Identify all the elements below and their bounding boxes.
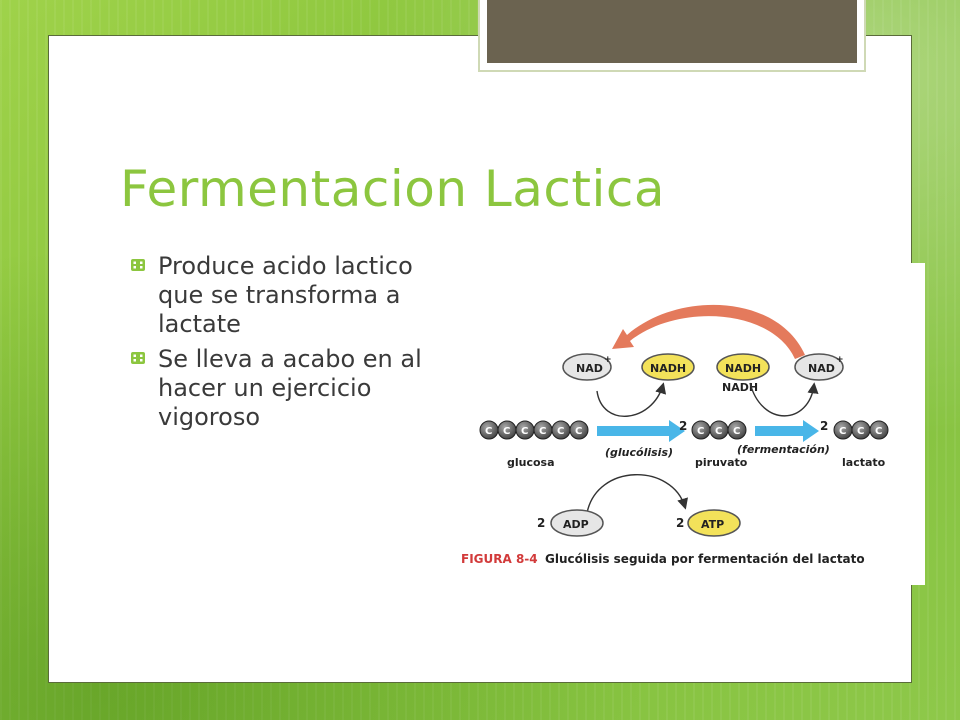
adp-oval: ADP: [550, 509, 604, 537]
svg-text:C: C: [875, 426, 882, 437]
svg-text:C: C: [697, 426, 704, 437]
pyruvate-label: piruvato: [695, 456, 748, 469]
header-tab: [487, 0, 857, 63]
bullet-icon: [131, 352, 145, 364]
bullet-icon: [131, 259, 145, 271]
adp-label: ADP: [563, 518, 589, 531]
nadh-to-nad-arrow: [749, 382, 819, 417]
pyruvate-coefficient: 2: [679, 419, 687, 433]
lactate-coefficient: 2: [820, 419, 828, 433]
svg-text:C: C: [839, 426, 846, 437]
nad-plus-right-label: NAD: [808, 362, 835, 375]
glucose-molecule: C C C C C C: [479, 420, 589, 440]
bullet-list: Produce acido lactico que se transforma …: [130, 252, 430, 438]
svg-text:C: C: [521, 426, 528, 437]
bullet-text: Se lleva a acabo en al hacer un ejercici…: [158, 345, 422, 431]
svg-text:C: C: [557, 426, 564, 437]
figure-caption-number: FIGURA 8-4: [461, 552, 538, 566]
bullet-item: Produce acido lactico que se transforma …: [130, 252, 430, 339]
figure-caption-text: Glucólisis seguida por fermentación del …: [545, 552, 865, 566]
fermentation-arrow: [755, 420, 819, 442]
nadh-label: NADH: [722, 381, 758, 394]
nad-plus-left-label: NAD: [576, 362, 603, 375]
glycolysis-figure: regeneración NAD + NADH NADH NADH NAD +: [437, 263, 925, 585]
bullet-item: Se lleva a acabo en al hacer un ejercici…: [130, 345, 430, 432]
svg-text:C: C: [575, 426, 582, 437]
pyruvate-molecule: C C C: [691, 420, 747, 440]
lactate-molecule: C C C: [833, 420, 889, 440]
glucose-label: glucosa: [507, 456, 555, 469]
svg-text:C: C: [733, 426, 740, 437]
adp-to-atp-arrow: [586, 474, 688, 514]
nadh-left: NADH: [641, 353, 695, 381]
glycolysis-arrow: [597, 420, 685, 442]
fermentation-label: (fermentación): [737, 443, 830, 456]
glycolysis-label: (glucólisis): [605, 446, 673, 459]
nad-plus-right-sup: +: [836, 355, 844, 365]
slide-title: Fermentacion Lactica: [120, 160, 666, 218]
svg-text:C: C: [485, 426, 492, 437]
svg-text:C: C: [857, 426, 864, 437]
svg-text:C: C: [503, 426, 510, 437]
atp-oval: ATP: [687, 509, 741, 537]
lactate-label: lactato: [842, 456, 886, 469]
nad-plus-left: NAD +: [562, 353, 612, 381]
atp-label: ATP: [701, 518, 724, 531]
svg-text:C: C: [539, 426, 546, 437]
atp-coefficient: 2: [676, 516, 684, 530]
nadh-right-label: NADH: [725, 362, 761, 375]
nadh-right: NADH: [716, 353, 770, 381]
nad-plus-left-sup: +: [604, 355, 612, 365]
bullet-text: Produce acido lactico que se transforma …: [158, 252, 413, 338]
nadh-left-label: NADH: [650, 362, 686, 375]
nad-to-nadh-arrow: [596, 382, 667, 417]
svg-text:C: C: [715, 426, 722, 437]
nad-plus-right: NAD +: [794, 353, 844, 381]
adp-coefficient: 2: [537, 516, 545, 530]
regeneration-arrow: [612, 304, 805, 359]
